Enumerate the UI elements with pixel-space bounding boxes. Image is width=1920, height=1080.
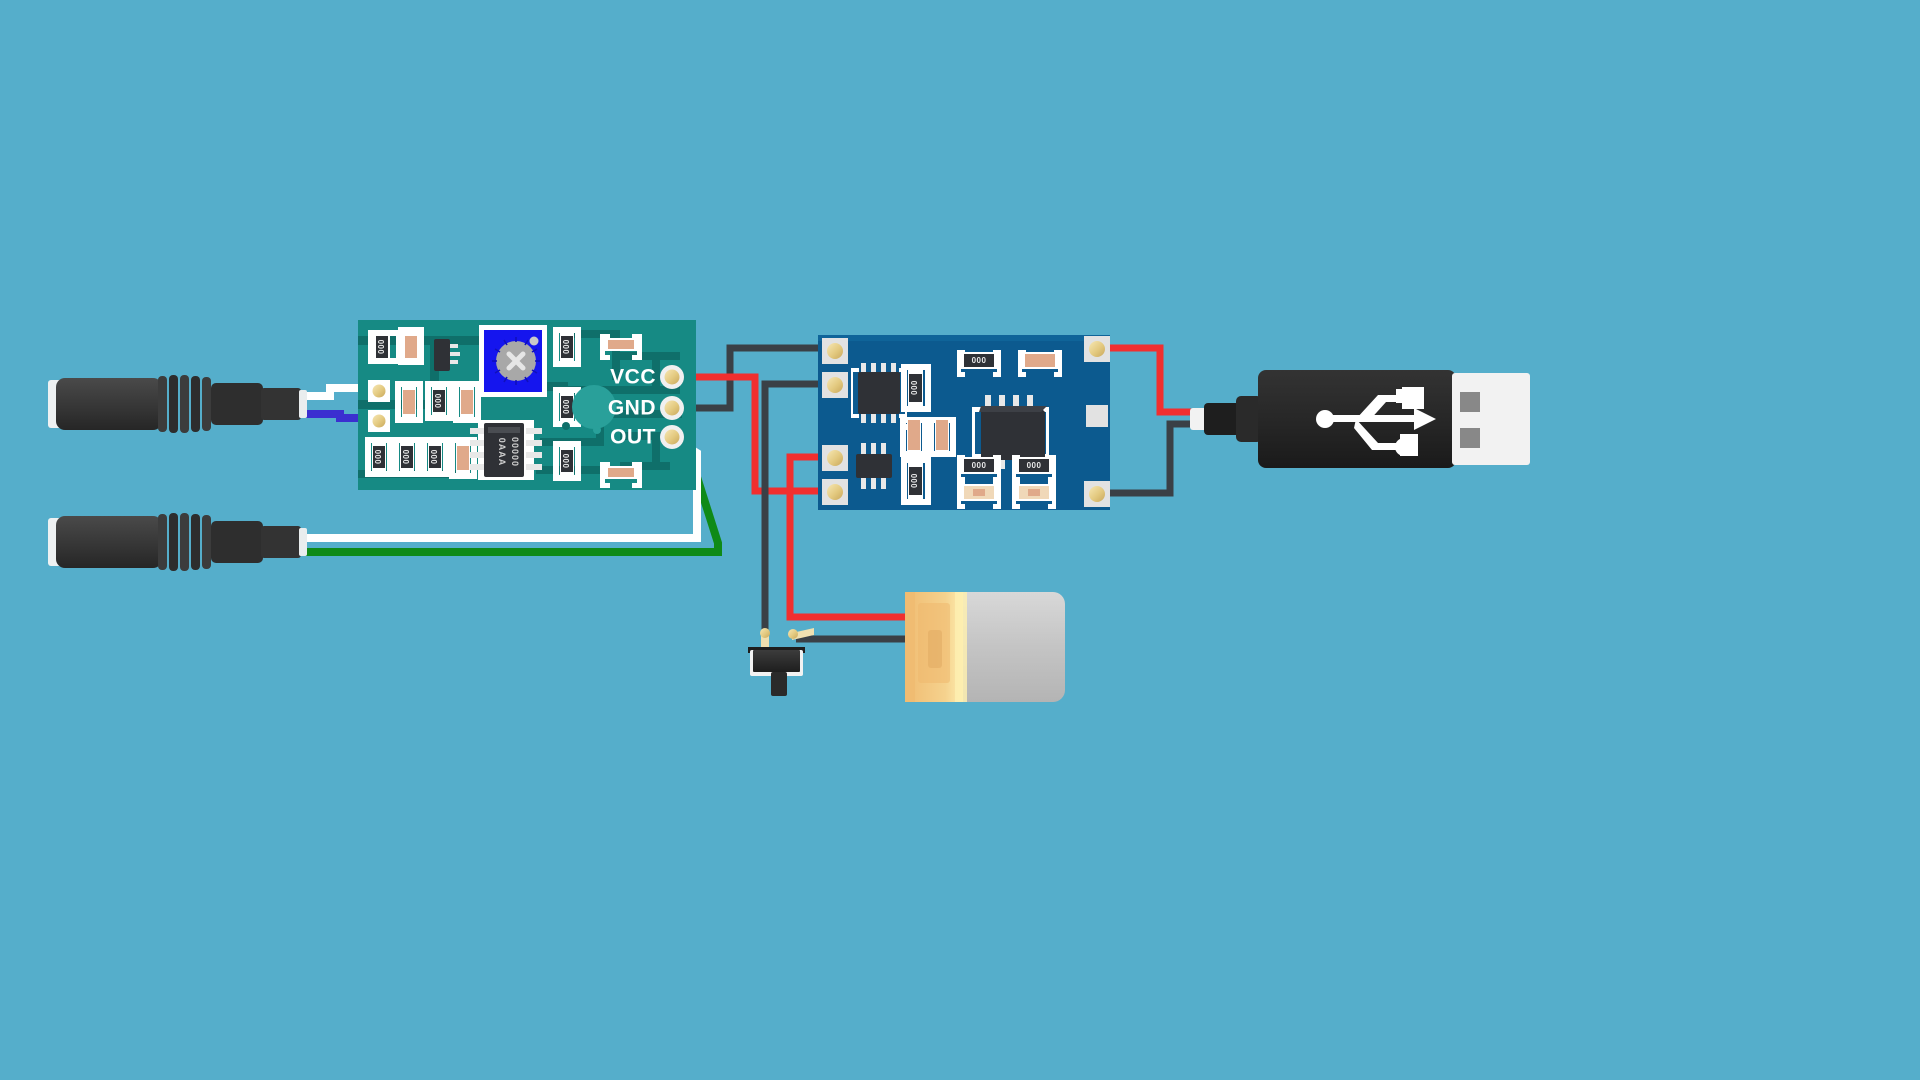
svg-text:000: 000 — [561, 340, 570, 355]
svg-text:000: 000 — [401, 450, 410, 465]
svg-text:000: 000 — [373, 450, 382, 465]
svg-text:000: 000 — [433, 394, 442, 409]
jack-top[interactable] — [48, 375, 307, 433]
svg-text:000: 000 — [1027, 461, 1042, 470]
svg-text:000: 000 — [909, 474, 918, 489]
sensor-ic-marking-2: 00000 — [510, 437, 520, 467]
sensor-mic-pad — [562, 385, 616, 434]
charger-ic-msop — [851, 363, 907, 423]
switch-terminals — [760, 628, 814, 651]
svg-text:000: 000 — [561, 400, 570, 415]
sensor-pin-vcc[interactable] — [660, 365, 684, 389]
pin-label-gnd: GND — [608, 397, 656, 420]
wire-switch-black — [761, 380, 838, 640]
sensor-pin-out[interactable] — [660, 425, 684, 449]
svg-text:000: 000 — [972, 356, 987, 365]
switch-actuator[interactable] — [771, 672, 787, 696]
svg-text:000: 000 — [972, 461, 987, 470]
charger-ic-soic — [972, 395, 1049, 469]
blue-trimmer-potentiometer[interactable] — [479, 325, 547, 397]
charger-pads-right[interactable] — [1084, 336, 1110, 507]
wire-batt-red — [786, 453, 910, 621]
wire-usb-black — [1092, 420, 1205, 497]
charger-pads-left[interactable] — [822, 338, 848, 505]
jack-bottom-strain-relief — [158, 513, 211, 571]
wire-usb-red — [1092, 344, 1205, 416]
svg-text:000: 000 — [376, 340, 385, 355]
pin-label-out: OUT — [610, 426, 656, 449]
sensor-transistor — [434, 339, 460, 371]
jack-bottom[interactable] — [48, 513, 307, 571]
svg-text:000: 000 — [429, 450, 438, 465]
svg-text:000: 000 — [909, 381, 918, 396]
sensor-pin-gnd[interactable] — [660, 396, 684, 420]
sensor-main-ic: 0AAA 00000 — [470, 420, 542, 480]
wire-jack-white — [300, 384, 372, 400]
sensor-smd-top-row: 000 000 — [368, 327, 642, 371]
sensor-ic-marking-1: 0AAA — [497, 438, 507, 467]
charger-ic-small — [856, 443, 892, 489]
usb-trident-icon — [1316, 387, 1436, 456]
sensor-smd-mid-row: 000 000 — [368, 380, 581, 432]
svg-text:000: 000 — [561, 454, 570, 469]
sensor-smd-bottom-row: 000 000 000 000 — [365, 437, 642, 488]
jack-top-strain-relief — [158, 375, 211, 433]
wire-vcc-red — [672, 373, 838, 495]
wire-jack-blue — [300, 410, 372, 422]
pin-label-vcc: VCC — [610, 366, 656, 389]
